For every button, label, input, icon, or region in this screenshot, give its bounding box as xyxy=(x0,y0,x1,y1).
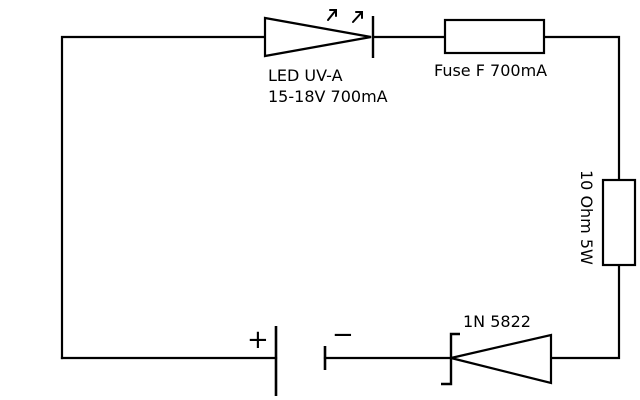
led-label-line1: LED UV-A xyxy=(268,66,343,85)
wire-left-top xyxy=(60,35,267,360)
led-triangle xyxy=(263,16,372,58)
led-label-line2: 15-18V 700mA xyxy=(268,87,388,106)
battery-plus-sign: + xyxy=(247,325,269,355)
resistor-symbol xyxy=(601,178,637,267)
wire-resistor-to-diode xyxy=(549,263,621,360)
led-symbol xyxy=(263,9,375,58)
resistor-label: 10 Ohm 5W xyxy=(577,170,596,265)
diode-triangle xyxy=(450,333,553,385)
wires xyxy=(60,35,621,360)
fuse-label: Fuse F 700mA xyxy=(434,61,547,80)
diode-symbol xyxy=(441,332,553,386)
led-emission-arrows xyxy=(327,9,363,23)
battery-minus-sign: − xyxy=(332,320,354,350)
diode-label: 1N 5822 xyxy=(463,312,531,331)
wire-fuse-to-resistor xyxy=(542,35,621,182)
fuse-symbol xyxy=(443,18,546,55)
diode-cathode-bar xyxy=(441,332,460,386)
battery-symbol xyxy=(274,326,327,396)
